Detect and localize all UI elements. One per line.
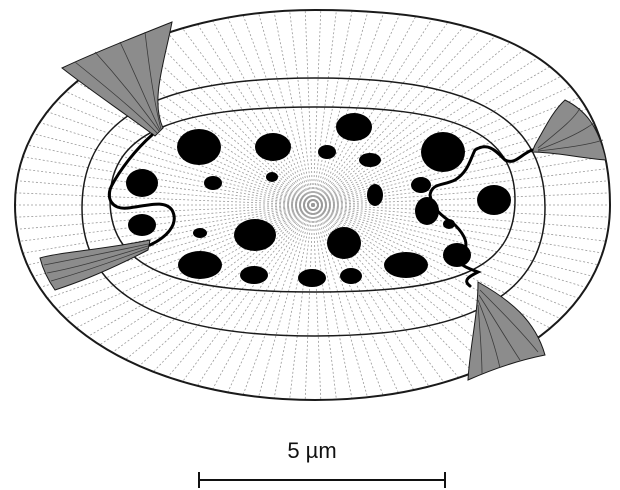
wall-striation-line [313,0,465,205]
nucleus-blob [204,176,222,190]
wall-striation-line [313,171,620,205]
nucleus-blob [240,266,268,284]
wall-striation-line [76,205,313,453]
wall-striation-line [277,0,313,205]
nucleus-blob [128,214,156,236]
nucleus-blob [178,251,222,279]
wall-striation-line [313,205,620,239]
nucleus-blob [359,153,381,167]
wall-striation-line [313,0,349,205]
wall-striation-line [313,205,620,408]
wall-striation-line [313,0,325,205]
nucleus-blob [336,113,372,141]
nucleus-blob [177,129,221,165]
fibre-bundle-left [40,240,150,290]
wall-striation-line [313,188,620,205]
nucleus-blob [340,268,362,284]
wall-striation-line [313,2,620,205]
scale-bar [199,472,445,488]
fibre-bundle-right [532,100,606,160]
nucleus-blob [327,227,361,259]
wall-striation-line [301,0,313,205]
nucleus-blob [266,172,278,182]
fibre-bundle-bottom-right [468,282,545,380]
nucleus-blob [318,145,336,159]
fibre-bundle-top-left [62,22,172,136]
scale-bar-label: 5 µm [262,438,362,464]
wall-striation-line [313,0,396,205]
nucleus-blob [367,184,383,206]
wall-striation-line [313,205,620,395]
wall-striation-line [313,0,530,205]
nucleus-blob [126,169,158,197]
nucleus-blob [384,252,428,278]
wall-striation-line [313,0,550,205]
nucleus-blob [298,269,326,287]
nucleus-blob [421,132,465,172]
nucleus-blob [411,177,431,193]
nucleus-blob [477,185,511,215]
nucleus-blob [415,197,439,225]
nucleus-blob [443,219,455,229]
wall-striation-line [313,205,620,222]
nucleus-blob [193,228,207,238]
wall-striation-line [161,0,313,205]
nucleus-blob [255,133,291,161]
nucleus-blob [234,219,276,251]
wall-striation-line [139,205,313,478]
wall-striation-line [313,0,588,205]
nucleus-blob [443,243,471,267]
